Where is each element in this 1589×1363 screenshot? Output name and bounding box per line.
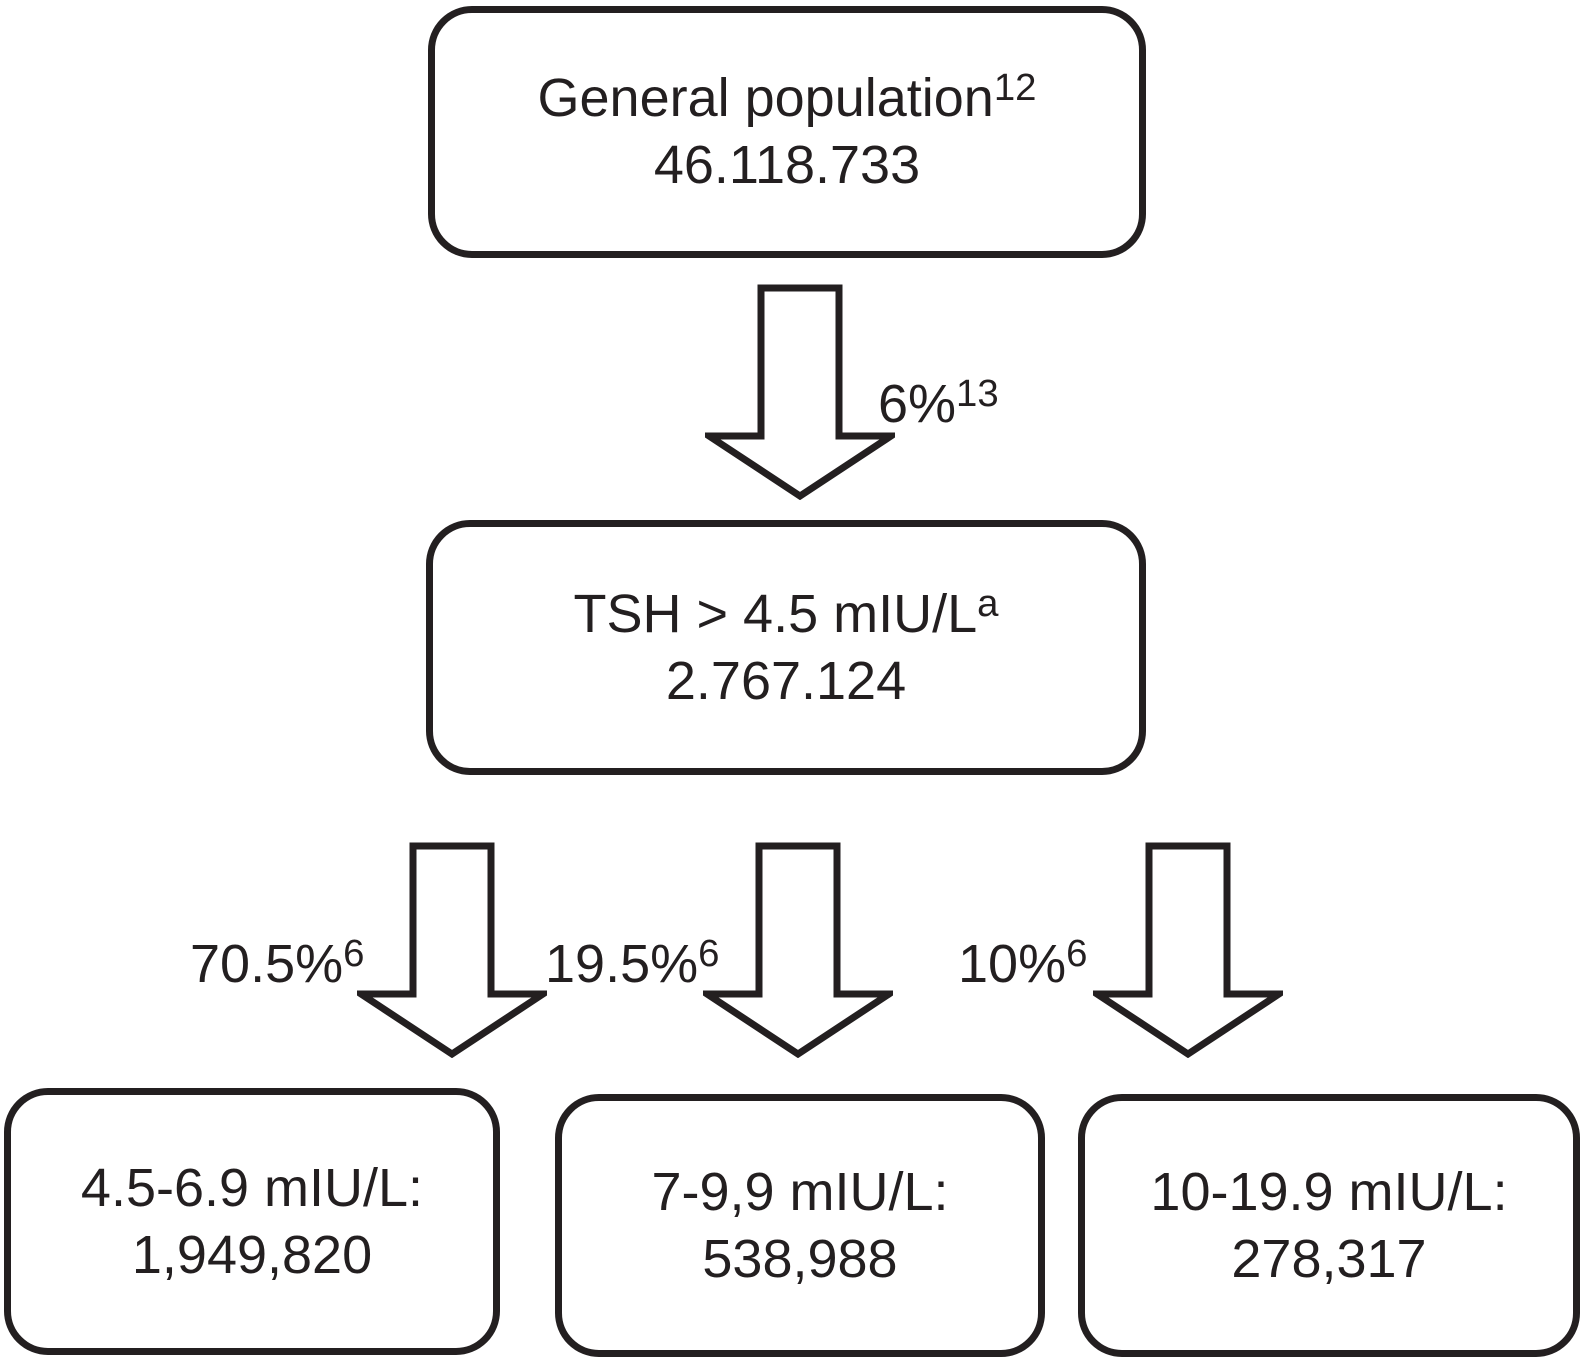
node-general-population: General population12 46.118.733 [428,6,1146,258]
edge-label-19-5pct-superscript: 6 [698,931,720,975]
edge-label-6pct-text: 6% [878,374,957,434]
arrow-down-tsh-to-mild-icon [357,842,547,1058]
edge-label-10pct: 10%6 [958,934,1087,994]
node-general-population-superscript: 12 [993,65,1037,109]
edge-label-6pct: 6%13 [878,374,999,434]
edge-label-70-5pct-text: 70.5% [190,934,344,994]
arrow-down-general-to-tsh-icon [705,284,895,500]
node-tsh-mild-label: 4.5-6.9 mIU/L: [80,1157,424,1218]
edge-label-6pct-superscript: 13 [956,371,999,415]
edge-label-70-5pct: 70.5%6 [190,934,364,994]
edge-label-19-5pct: 19.5%6 [545,934,719,994]
arrow-down-tsh-to-severe-icon [1093,842,1283,1058]
node-tsh-moderate-label: 7-9,9 mIU/L: [651,1161,949,1222]
node-tsh-elevated-title: TSH > 4.5 mIU/La [574,581,999,648]
edge-label-70-5pct-superscript: 6 [343,931,365,975]
node-general-population-title: General population12 [538,65,1037,132]
node-tsh-elevated-label: TSH > 4.5 mIU/L [573,583,978,644]
edge-label-19-5pct-text: 19.5% [545,934,699,994]
edge-label-10pct-superscript: 6 [1066,931,1088,975]
node-tsh-mild-value: 1,949,820 [131,1224,373,1285]
node-tsh-elevated: TSH > 4.5 mIU/La 2.767.124 [426,520,1146,775]
edge-label-10pct-text: 10% [958,934,1067,994]
node-tsh-moderate: 7-9,9 mIU/L: 538,988 [555,1094,1045,1357]
node-general-population-value: 46.118.733 [653,135,921,195]
node-tsh-mild: 4.5-6.9 mIU/L: 1,949,820 [4,1088,500,1355]
node-tsh-moderate-value: 538,988 [702,1228,898,1289]
node-tsh-elevated-value: 2.767.124 [665,650,907,711]
node-tsh-severe: 10-19.9 mIU/L: 278,317 [1078,1094,1580,1357]
node-tsh-severe-value: 278,317 [1231,1228,1427,1289]
arrow-down-tsh-to-moderate-icon [703,842,893,1058]
node-tsh-severe-label: 10-19.9 mIU/L: [1150,1161,1508,1222]
node-tsh-elevated-superscript: a [977,581,999,625]
node-general-population-label: General population [537,68,994,129]
